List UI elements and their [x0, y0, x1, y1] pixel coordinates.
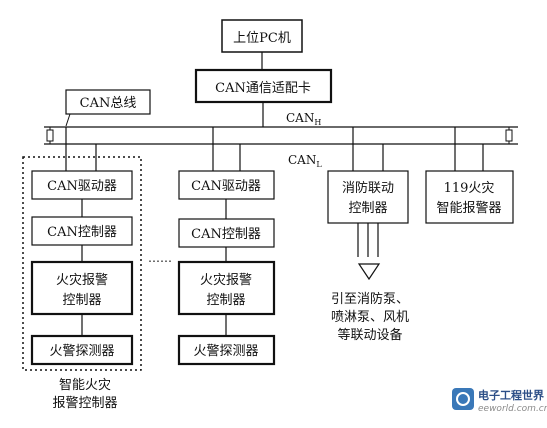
- linkage-controller-box: [327, 170, 409, 224]
- panel119-line2: 智能报警器: [436, 200, 501, 216]
- pc-box: [221, 19, 303, 53]
- watermark-title: 电子工程世界: [478, 388, 544, 402]
- canh-label: CANH: [286, 111, 321, 127]
- node2-detector-box: [177, 334, 276, 366]
- node1-alarm-controller-line1: 火灾报警: [56, 272, 108, 288]
- linkage-note-line3: 等联动设备: [337, 327, 402, 343]
- node2-alarm-controller-line1: 火灾报警: [200, 272, 252, 288]
- linkage-controller-line2: 控制器: [348, 201, 387, 216]
- node1-driver-box: [31, 170, 133, 200]
- node1-alarm-controller-line2: 控制器: [62, 293, 101, 308]
- linkage-controller-line1: 消防联动: [342, 180, 394, 196]
- can-bus-label: CAN总线: [80, 96, 137, 111]
- panel119-line1: 119火灾: [444, 180, 495, 196]
- node2-detector-label: 火警探测器: [193, 343, 258, 359]
- node1-group-border: [22, 156, 142, 371]
- adapter-box: [194, 68, 333, 104]
- linkage-note-line2: 喷淋泵、风机: [331, 310, 409, 325]
- linkage-output-triangle-icon: [357, 263, 381, 281]
- can-bus-label-leader: [65, 113, 71, 127]
- node1-controller-box: [31, 216, 133, 246]
- pc-label: 上位PC机: [233, 31, 291, 46]
- node2-alarm-controller-box: [177, 260, 276, 316]
- node1-group-label-line1: 智能火灾: [59, 377, 111, 393]
- ellipsis-more-nodes: ……: [148, 251, 172, 265]
- node2-alarm-controller-line2: 控制器: [206, 293, 245, 308]
- canl-label: CANL: [288, 153, 322, 169]
- adapter-label: CAN通信适配卡: [215, 81, 311, 96]
- eeworld-watermark: 电子工程世界 eeworld.com.cn: [452, 388, 547, 414]
- node2-controller-label: CAN控制器: [191, 227, 261, 242]
- node2-driver-box: [178, 170, 275, 200]
- left-terminator-resistor: [46, 129, 54, 142]
- linkage-note-line1: 引至消防泵、: [331, 291, 409, 307]
- panel119-box: [425, 170, 514, 224]
- eeworld-logo-icon: [452, 388, 474, 410]
- eeworld-logo-ring: [456, 392, 470, 406]
- node1-detector-label: 火警探测器: [49, 343, 114, 359]
- right-terminator-resistor: [505, 129, 513, 142]
- node1-detector-box: [30, 334, 134, 366]
- watermark-url: eeworld.com.cn: [478, 404, 547, 414]
- node2-driver-label: CAN驱动器: [191, 179, 261, 194]
- node1-group-label-line2: 报警控制器: [52, 395, 117, 411]
- node1-controller-label: CAN控制器: [47, 225, 117, 240]
- node1-driver-label: CAN驱动器: [47, 179, 117, 194]
- can-bus-label-box: [65, 89, 151, 115]
